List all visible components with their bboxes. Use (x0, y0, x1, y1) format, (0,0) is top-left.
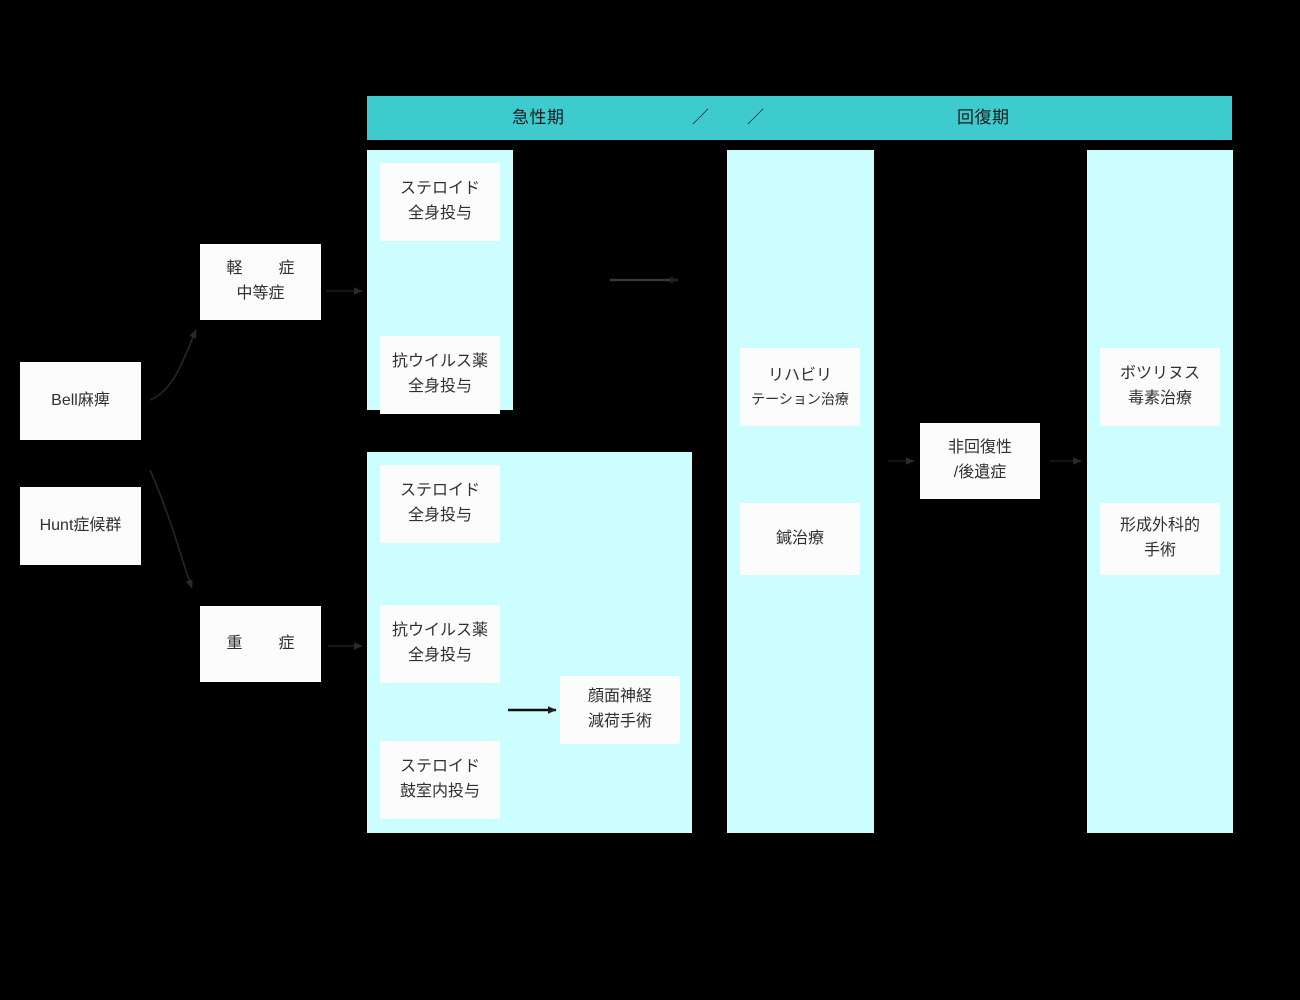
node-plastic-surgery-line2: 手術 (1143, 542, 1176, 559)
node-steroid-systemic-mild-line1: ステロイド (399, 180, 480, 198)
node-botulinum-toxin-line2: 毒素治療 (1127, 390, 1192, 407)
phase-separator-slash-2: ／ (747, 108, 765, 127)
phase-label-recovery: 回復期 (957, 108, 1010, 127)
node-severity-mild-line2: 中等症 (236, 285, 285, 302)
node-plastic-surgery[interactable]: 形成外科的 手術 (1100, 503, 1220, 575)
node-plastic-surgery-line1: 形成外科的 (1119, 517, 1200, 535)
phase-label-acute: 急性期 (512, 108, 565, 127)
node-botulinum-toxin-line1: ボツリヌス (1119, 365, 1200, 383)
node-rehabilitation[interactable]: リハビリ テーション治療 (740, 348, 860, 426)
node-non-recovery-sequelae-line2: /後遺症 (953, 464, 1007, 481)
node-non-recovery-sequelae-line1: 非回復性 (947, 439, 1012, 457)
node-severity-severe[interactable]: 重 症 (200, 606, 321, 682)
node-rehabilitation-line1: リハビリ (767, 366, 832, 384)
phase-header-bar: 急性期 ／ ／ 回復期 (367, 96, 1232, 140)
phase-separator-slash-1: ／ (692, 108, 710, 127)
band-sequelae (1087, 150, 1233, 833)
node-steroid-intratympanic-line2: 鼓室内投与 (399, 783, 480, 800)
node-steroid-systemic-severe[interactable]: ステロイド 全身投与 (380, 465, 500, 543)
node-steroid-systemic-severe-line1: ステロイド (399, 482, 480, 500)
node-rehabilitation-line2: テーション治療 (751, 390, 849, 407)
connector-to-severe (149, 469, 193, 589)
node-steroid-systemic-severe-line2: 全身投与 (407, 507, 472, 524)
node-hunt-syndrome[interactable]: Hunt症候群 (20, 487, 141, 565)
node-steroid-systemic-mild-line2: 全身投与 (407, 205, 472, 222)
node-steroid-intratympanic[interactable]: ステロイド 鼓室内投与 (380, 741, 500, 819)
node-hunt-syndrome-label: Hunt症候群 (39, 516, 122, 534)
node-steroid-systemic-mild[interactable]: ステロイド 全身投与 (380, 163, 500, 241)
node-steroid-intratympanic-line1: ステロイド (399, 758, 480, 776)
band-recovery (727, 150, 874, 833)
node-facial-nerve-decompression-line1: 顔面神経 (587, 688, 652, 706)
node-facial-nerve-decompression[interactable]: 顔面神経 減荷手術 (560, 676, 680, 744)
node-antiviral-systemic-severe-line2: 全身投与 (407, 647, 472, 664)
node-severity-severe-line1: 重 症 (226, 634, 305, 652)
node-severity-mild-line1: 軽 症 (226, 260, 305, 278)
node-bell-palsy-label: Bell麻痺 (51, 391, 110, 409)
node-bell-palsy[interactable]: Bell麻痺 (20, 362, 141, 440)
node-antiviral-systemic-severe[interactable]: 抗ウイルス薬 全身投与 (380, 605, 500, 683)
node-antiviral-systemic-severe-line1: 抗ウイルス薬 (391, 622, 488, 640)
node-antiviral-systemic-mild[interactable]: 抗ウイルス薬 全身投与 (380, 336, 500, 414)
node-acupuncture[interactable]: 鍼治療 (740, 503, 860, 575)
connector-to-mild (149, 329, 197, 401)
node-antiviral-systemic-mild-line2: 全身投与 (407, 378, 472, 395)
node-facial-nerve-decompression-line2: 減荷手術 (587, 713, 652, 730)
node-acupuncture-line1: 鍼治療 (775, 529, 824, 547)
node-non-recovery-sequelae[interactable]: 非回復性 /後遺症 (920, 423, 1040, 499)
node-severity-mild[interactable]: 軽 症 中等症 (200, 244, 321, 320)
node-antiviral-systemic-mild-line1: 抗ウイルス薬 (391, 353, 488, 371)
node-botulinum-toxin[interactable]: ボツリヌス 毒素治療 (1100, 348, 1220, 426)
